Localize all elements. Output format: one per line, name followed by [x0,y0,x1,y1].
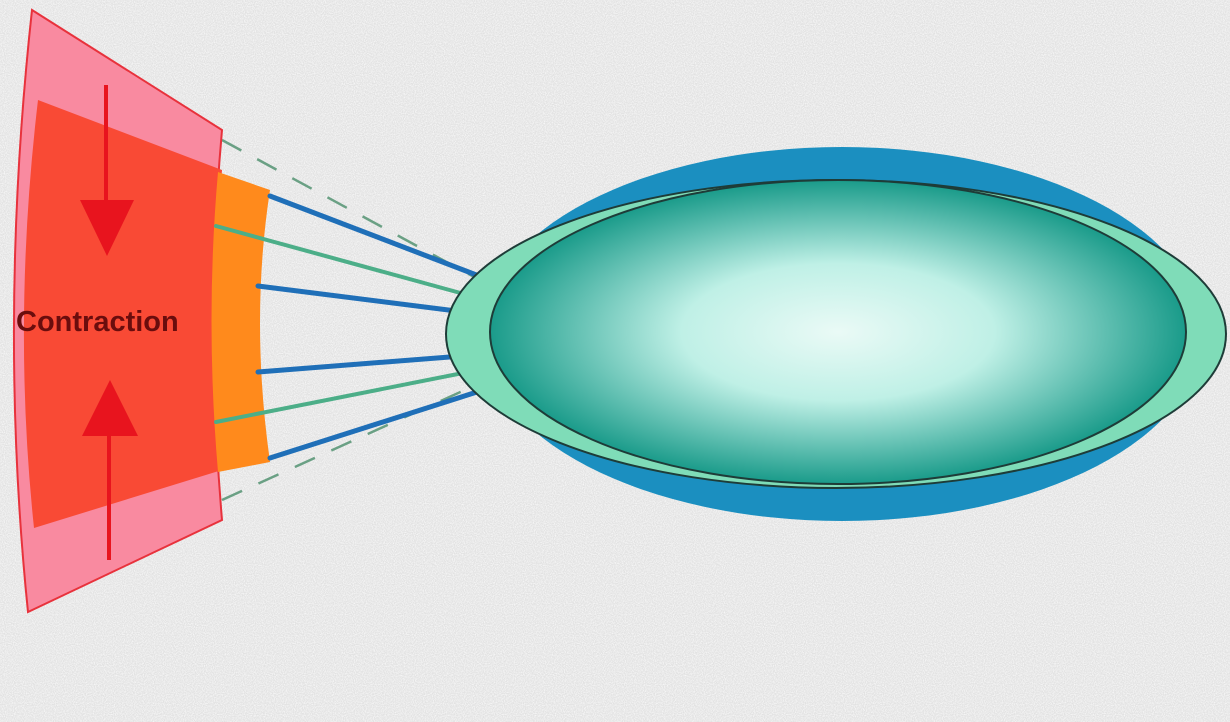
contraction-label: Contraction [16,306,179,338]
lens-rounded [490,180,1186,484]
